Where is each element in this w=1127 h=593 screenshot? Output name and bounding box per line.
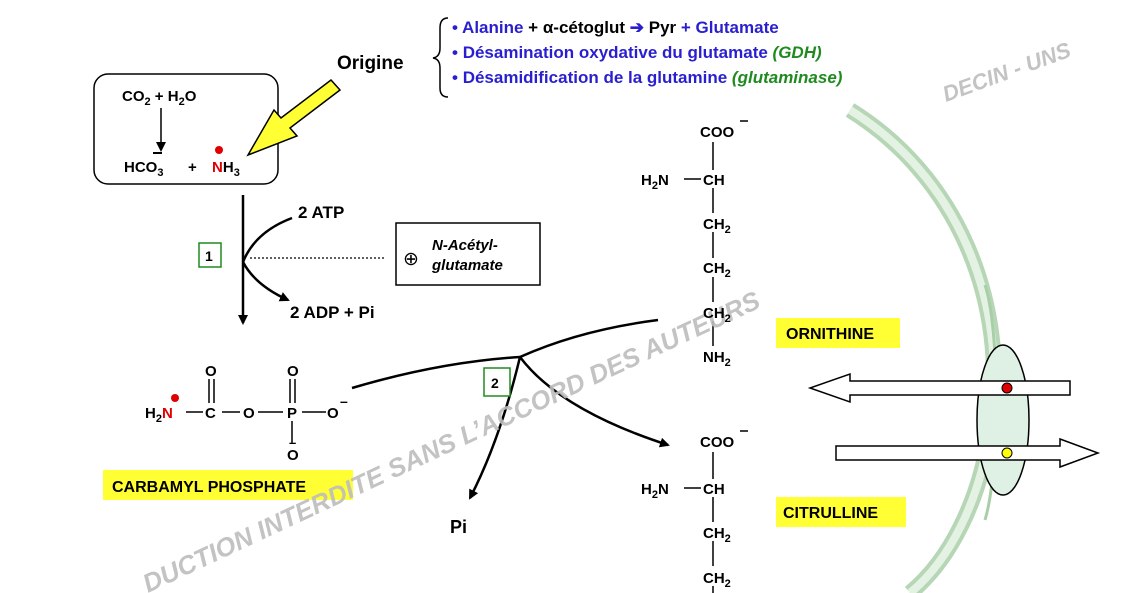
citrulline-label-bg — [776, 497, 906, 527]
carbamyl-o-bottom-minus: – — [289, 435, 296, 450]
reaction2-incoming-curve — [351, 355, 521, 390]
origin-text-part: Désamination oxydative du glutamate — [463, 43, 773, 62]
reaction2-ornithine-curve — [519, 318, 659, 359]
watermark-top-right: DECIN - UNS — [939, 37, 1074, 107]
transporter-ellipse — [976, 344, 1030, 496]
activator-box — [395, 222, 541, 286]
atp-curve — [241, 216, 293, 263]
adp-curve — [241, 261, 290, 302]
carbamyl-label-bg — [103, 470, 353, 500]
ornithine-ch2-3: CH2 — [703, 305, 731, 325]
carbamyl-p: P — [287, 405, 297, 422]
nh3-n-dot — [215, 146, 223, 154]
carbamyl-label: CARBAMYL PHOSPHATE — [112, 479, 306, 496]
citrulline-bonds — [684, 452, 714, 593]
ornithine-bonds — [684, 142, 714, 346]
carbamyl-o-top2: O — [287, 363, 299, 380]
carbamyl-h2n: H2N — [145, 405, 173, 425]
activator-line2: glutamate — [431, 257, 503, 274]
carbamyl-n-dot — [171, 394, 179, 402]
ornithine-nh2: NH2 — [703, 349, 731, 369]
citrulline-h2n: H2N — [641, 481, 669, 501]
origin-text-part: (glutaminase) — [732, 68, 843, 87]
origin-text-part: + — [528, 18, 543, 37]
box-plus: + — [188, 159, 197, 176]
carbamyl-c: C — [205, 405, 216, 422]
origin-brace — [432, 17, 449, 98]
origin-line-alanine: • Alanine + α-cétoglut ➔ Pyr + Glutamate — [452, 18, 779, 37]
watermark-diagonal: DUCTION INTERDITE SANS L’ACCORD DES AUTE… — [138, 285, 765, 593]
origin-text-part: Pyr — [649, 18, 681, 37]
yellow-origin-arrow — [246, 78, 342, 157]
ornithine-ch2-1: CH2 — [703, 216, 731, 236]
citrulline-coo: COO — [700, 434, 735, 451]
origin-text-part: Alanine — [462, 18, 528, 37]
carbamyl-o-top1: O — [205, 363, 217, 380]
origin-line-gdh: • Désamination oxydative du glutamate (G… — [452, 43, 822, 62]
citrulline-ch2-2: CH2 — [703, 570, 731, 590]
ornithine-h2n: H2N — [641, 172, 669, 192]
step1-number: 1 — [205, 248, 213, 264]
origin-bullet: • — [452, 43, 463, 62]
ornithine-label-bg — [776, 318, 900, 348]
co2-h2o-formula: CO2 + H2O — [122, 88, 197, 108]
reaction2-citrulline-curve — [519, 356, 670, 448]
origin-line-glutaminase: • Désamidification de la glutamine (glut… — [452, 68, 843, 87]
origin-text-part: Glutamate — [696, 18, 779, 37]
citrulline-ch: CH — [703, 481, 725, 498]
ornithine-export-arrow — [807, 372, 1071, 404]
step1-box — [198, 242, 222, 268]
nh3-formula: NH3 — [212, 159, 240, 179]
ornithine-ch2-2: CH2 — [703, 260, 731, 280]
origin-text-part: Désamidification de la glutamine — [463, 68, 732, 87]
citrulline-import-arrow — [835, 437, 1101, 469]
ornithine-ch: CH — [703, 172, 725, 189]
step2-box — [483, 367, 511, 397]
citrulline-label: CITRULLINE — [783, 505, 878, 522]
ornithine-label: ORNITHINE — [786, 326, 874, 343]
reaction2-pi-curve — [468, 356, 522, 500]
carbamyl-o-bridge: O — [243, 405, 255, 422]
activator-plus-icon: ⊕ — [403, 249, 419, 270]
origin-bullet: • — [452, 68, 463, 87]
origin-text-part: (GDH) — [773, 43, 822, 62]
carbamyl-o-minus: O — [327, 405, 339, 422]
carbamyl-bonds — [186, 379, 326, 443]
origin-text-part: α-cétoglut — [543, 18, 630, 37]
activator-line1: N-Acétyl- — [432, 237, 498, 254]
origin-label: Origine — [337, 53, 404, 74]
citrulline-ch2-1: CH2 — [703, 525, 731, 545]
ornithine-coo: COO — [700, 124, 735, 141]
step2-number: 2 — [491, 375, 499, 391]
origin-text-part: ➔ — [630, 18, 649, 37]
citrulline-transport-dot — [1001, 447, 1013, 459]
pi-label: Pi — [450, 517, 467, 537]
atp-label: 2 ATP — [298, 203, 344, 222]
origin-text-part: + — [681, 18, 696, 37]
carbamyl-o-bottom: O — [287, 447, 299, 464]
adp-label: 2 ADP + Pi — [290, 303, 375, 322]
origin-bullet: • — [452, 18, 462, 37]
hco3-formula: HCO3 — [124, 159, 163, 179]
ornithine-transport-dot — [1001, 382, 1013, 394]
carbamyl-o-minus-sign: – — [340, 393, 348, 409]
